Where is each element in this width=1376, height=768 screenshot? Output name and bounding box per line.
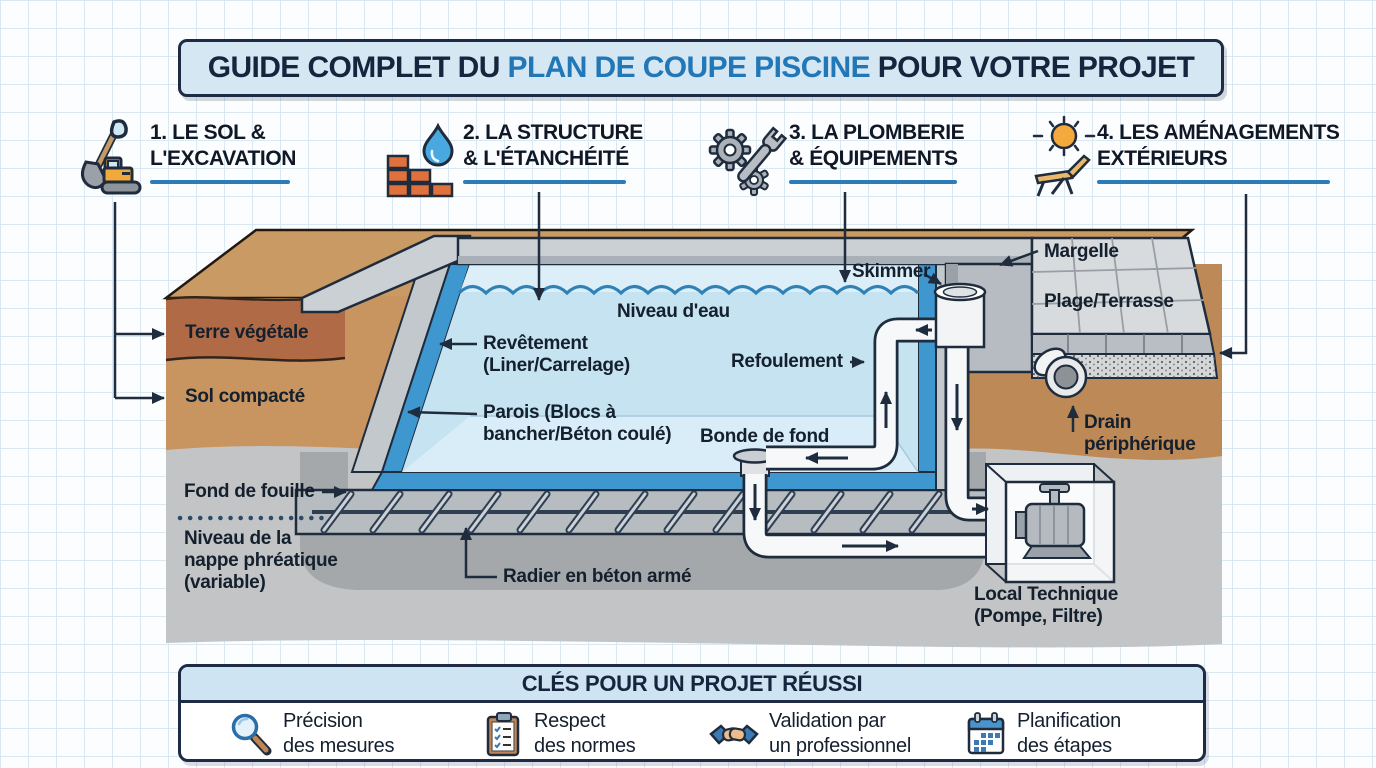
footer-item-label: Respect des normes bbox=[534, 710, 636, 757]
margelle-arrow bbox=[999, 249, 1039, 267]
label-drain-peripherique: Drain périphérique bbox=[1084, 412, 1196, 455]
rebar-hatching bbox=[312, 490, 956, 534]
label-refoulement: Refoulement bbox=[731, 351, 843, 372]
step-1-underline bbox=[150, 180, 290, 184]
step-3-label: 3. LA PLOMBERIE & ÉQUIPEMENTS bbox=[789, 121, 965, 170]
skimmer-unit bbox=[933, 282, 987, 349]
plumbing-pipes bbox=[742, 317, 1004, 559]
footer-item-planification: Planification des étapes bbox=[965, 709, 1121, 759]
label-sol-compacte: Sol compacté bbox=[185, 386, 305, 407]
label-terre-vegetale: Terre végétale bbox=[185, 322, 309, 343]
title-banner: GUIDE COMPLET DU PLAN DE COUPE PISCINE P… bbox=[178, 39, 1224, 97]
pump-icon bbox=[1015, 483, 1093, 559]
skimmer-arrow bbox=[923, 272, 942, 286]
gears-wrench-icon bbox=[708, 126, 788, 196]
bonde-de-fond-drain bbox=[732, 448, 778, 477]
step-2-label: 2. LA STRUCTURE & L'ÉTANCHÉITÉ bbox=[463, 121, 643, 170]
wrench bbox=[737, 126, 788, 183]
label-revetement: Revêtement (Liner/Carrelage) bbox=[483, 333, 630, 376]
step-4-label: 4. LES AMÉNAGEMENTS EXTÉRIEURS bbox=[1097, 121, 1340, 170]
label-skimmer: Skimmer bbox=[852, 261, 931, 282]
footer-item-label: Planification des étapes bbox=[1017, 710, 1121, 757]
title-part1: GUIDE COMPLET DU bbox=[207, 51, 501, 84]
label-plage-terrasse: Plage/Terrasse bbox=[1044, 291, 1174, 312]
footer-title: CLÉS POUR UN PROJET RÉUSSI bbox=[181, 667, 1203, 703]
label-local-technique: Local Technique (Pompe, Filtre) bbox=[974, 584, 1119, 627]
step-1-label: 1. LE SOL & L'EXCAVATION bbox=[150, 121, 297, 170]
footer-item-normes: Respect des normes bbox=[484, 709, 636, 759]
magnifier-icon bbox=[231, 713, 272, 756]
parois-arrow bbox=[407, 406, 478, 419]
step-2-underline bbox=[463, 180, 626, 184]
connector-lines bbox=[113, 192, 1248, 579]
clipboard-icon bbox=[486, 712, 520, 757]
footer-item-validation: Validation par un professionnel bbox=[709, 709, 911, 759]
footer-item-label: Validation par un professionnel bbox=[769, 710, 911, 757]
sun bbox=[1032, 115, 1096, 157]
bottom-liner bbox=[370, 471, 937, 491]
step-3-underline bbox=[789, 180, 957, 184]
label-margelle: Margelle bbox=[1044, 241, 1119, 262]
footer-item-label: Précision des mesures bbox=[283, 710, 395, 757]
label-nappe-phreatique: Niveau de la nappe phréatique (variable) bbox=[184, 528, 338, 593]
calendar-icon bbox=[967, 712, 1005, 755]
label-bonde-de-fond: Bonde de fond bbox=[700, 426, 830, 447]
label-parois: Parois (Blocs à bancher/Béton coulé) bbox=[483, 402, 672, 445]
drain-pipe bbox=[1033, 347, 1088, 399]
label-radier: Radier en béton armé bbox=[503, 566, 692, 587]
label-niveau-eau: Niveau d'eau bbox=[617, 301, 730, 322]
bricks-waterdrop-icon bbox=[386, 122, 454, 198]
lounge-chair bbox=[1034, 154, 1091, 197]
sun-lounger-icon bbox=[1032, 115, 1096, 197]
footer-item-precision: Précision des mesures bbox=[229, 709, 395, 759]
step-4-underline bbox=[1097, 180, 1330, 184]
step4-connector bbox=[1219, 194, 1248, 359]
handshake-icon bbox=[709, 724, 759, 745]
title-highlight: PLAN DE COUPE PISCINE bbox=[507, 51, 871, 84]
label-fond-de-fouille: Fond de fouille bbox=[184, 481, 315, 502]
radier-connector bbox=[460, 527, 497, 579]
right-wall-liner bbox=[917, 263, 937, 491]
local-technique-box bbox=[985, 463, 1116, 584]
gear-large bbox=[708, 128, 752, 172]
shovel-excavator-icon bbox=[81, 119, 142, 195]
flow-arrows bbox=[749, 324, 989, 552]
footer-bar: CLÉS POUR UN PROJET RÉUSSI Précision des… bbox=[178, 664, 1206, 762]
title-part2: POUR VOTRE PROJET bbox=[877, 51, 1195, 84]
above-waterline-strip bbox=[460, 264, 918, 292]
